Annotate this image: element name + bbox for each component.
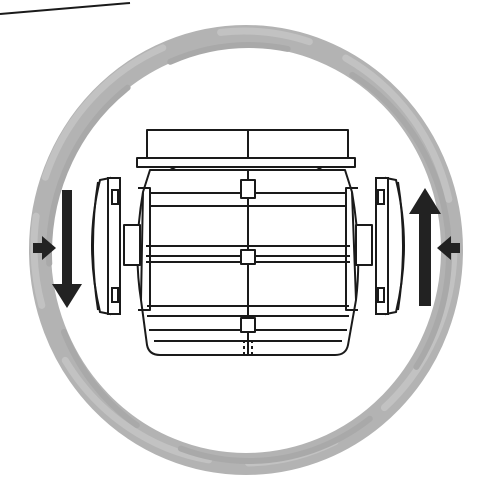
arrow-up-icon [409, 188, 441, 306]
robot-cleaner-body [123, 129, 373, 358]
arrow-left-icon [437, 236, 460, 260]
arrow-right-icon [33, 236, 56, 260]
left-side-brush-wheel [91, 176, 121, 316]
right-side-brush-wheel [375, 176, 405, 316]
arrow-down-icon [52, 190, 82, 308]
corner-rule-line [0, 2, 131, 15]
